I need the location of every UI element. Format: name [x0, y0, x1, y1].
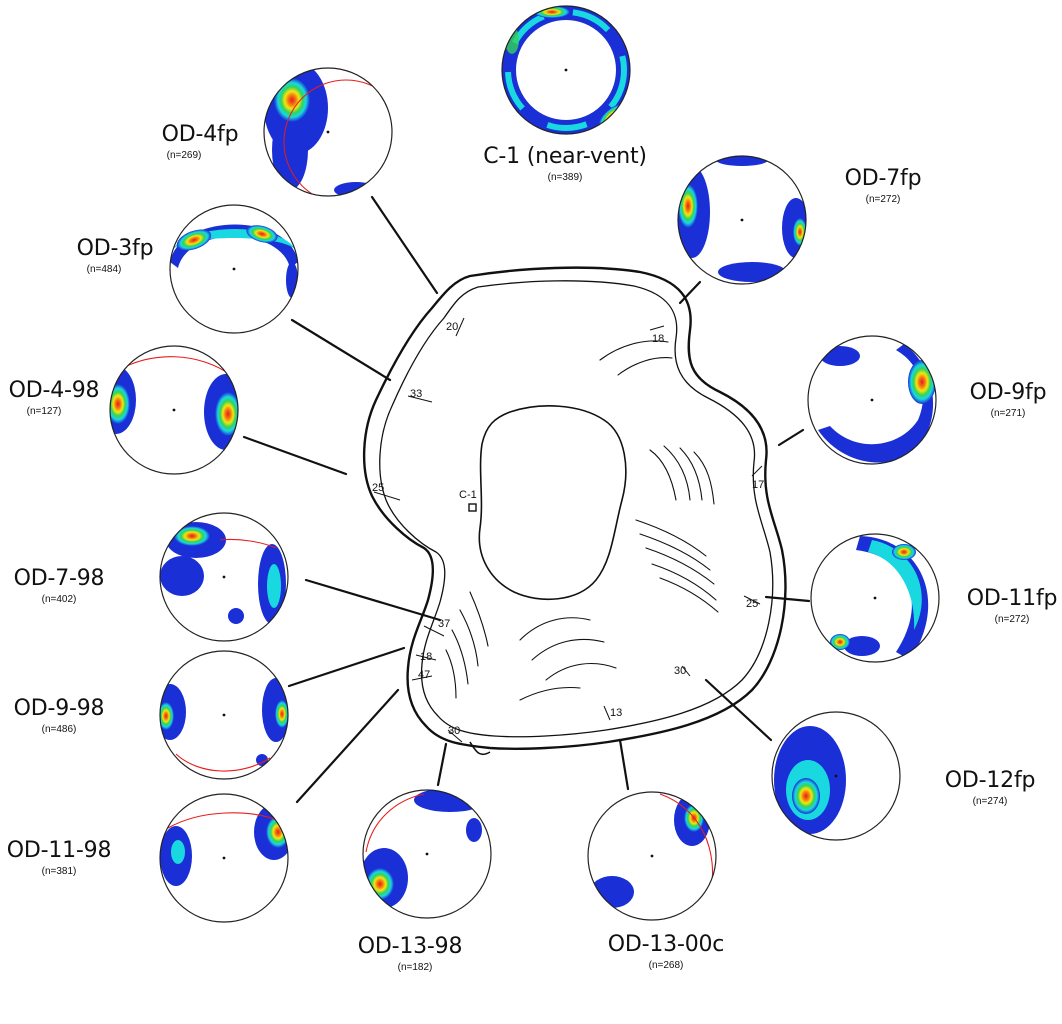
station-name: OD-11-98 — [6, 838, 112, 863]
sample-count: (n=381) — [41, 866, 77, 877]
stereonet-od3fp — [169, 204, 299, 334]
dome-outline — [362, 266, 787, 750]
connector-od1398 — [436, 742, 448, 787]
stereonet-od798 — [159, 512, 289, 642]
sample-count: (n=271) — [990, 408, 1026, 419]
svg-text:30: 30 — [448, 725, 460, 737]
svg-text:20: 20 — [446, 321, 458, 333]
sample-count: (n=269) — [166, 150, 202, 161]
strike-mark-labels: 20 18 33 25 17 37 18 47 25 30 30 13 — [372, 321, 764, 737]
label-od1300c: OD-13-00c (n=268) — [596, 934, 736, 971]
svg-text:30: 30 — [674, 665, 686, 677]
label-c1: C-1 (near-vent) (n=389) — [470, 146, 660, 183]
stereonet-od12fp — [771, 711, 901, 841]
station-name: OD-11fp — [966, 586, 1058, 611]
sample-count: (n=402) — [41, 594, 77, 605]
flow-ridges — [445, 340, 719, 701]
label-od9fp: OD-9fp (n=271) — [958, 382, 1058, 419]
station-name: OD-13-98 — [357, 934, 463, 959]
connector-od4fp — [370, 195, 439, 295]
label-od12fp: OD-12fp (n=274) — [930, 770, 1050, 807]
label-od998: OD-9-98 (n=486) — [0, 698, 118, 735]
sample-count: (n=127) — [26, 406, 62, 417]
connector-od498 — [242, 435, 348, 476]
sample-count: (n=272) — [994, 614, 1030, 625]
connector-od12fp — [704, 678, 773, 742]
sample-count: (n=272) — [865, 194, 901, 205]
sample-count: (n=484) — [86, 264, 122, 275]
station-name: OD-9-98 — [13, 696, 105, 721]
label-od11fp: OD-11fp (n=272) — [962, 588, 1062, 625]
connector-od1198 — [295, 688, 400, 804]
station-name: OD-7-98 — [13, 566, 105, 591]
svg-text:13: 13 — [610, 707, 622, 719]
strike-marks — [373, 317, 763, 743]
crater-outline — [478, 405, 627, 601]
svg-text:33: 33 — [410, 388, 422, 400]
stereonet-od1300c — [587, 791, 717, 921]
sample-count: (n=268) — [648, 960, 684, 971]
dome-notch — [469, 741, 491, 756]
sample-count: (n=486) — [41, 724, 77, 735]
svg-text:17: 17 — [752, 479, 764, 491]
station-name: OD-4-98 — [8, 378, 100, 403]
stereonet-od998 — [159, 650, 289, 780]
stereonet-od498 — [109, 345, 239, 475]
station-name: OD-9fp — [969, 380, 1047, 405]
connector-od1300c — [618, 738, 630, 791]
stereonet-c1 — [501, 5, 631, 135]
stereonet-od7fp — [677, 155, 807, 285]
label-od7fp: OD-7fp (n=272) — [828, 168, 938, 205]
label-od1198: OD-11-98 (n=381) — [0, 840, 118, 877]
connector-od798 — [304, 578, 442, 622]
svg-text:C-1: C-1 — [459, 489, 477, 501]
label-od4fp: OD-4fp (n=269) — [140, 124, 260, 161]
svg-text:18: 18 — [420, 651, 432, 663]
stereonet-od4fp — [263, 67, 393, 197]
connector-lines — [242, 195, 811, 804]
svg-text:37: 37 — [438, 618, 450, 630]
stereonet-od1398 — [362, 789, 492, 919]
sample-count: (n=274) — [972, 796, 1008, 807]
svg-text:47: 47 — [418, 669, 430, 681]
label-od3fp: OD-3fp (n=484) — [60, 238, 170, 275]
connector-od998 — [287, 646, 406, 688]
sample-count: (n=182) — [397, 962, 433, 973]
sample-count: (n=389) — [547, 172, 583, 183]
station-name: OD-4fp — [161, 122, 239, 147]
station-name: OD-13-00c — [607, 932, 725, 957]
stereonet-od9fp — [807, 335, 937, 465]
stereonet-od11fp — [810, 533, 940, 663]
c1-site-marker: C-1 — [459, 489, 477, 512]
connector-od9fp — [777, 428, 805, 447]
label-od498: OD-4-98 (n=127) — [0, 380, 108, 417]
station-name: OD-3fp — [76, 236, 154, 261]
connector-od11fp — [764, 595, 811, 603]
connector-od3fp — [290, 318, 392, 382]
svg-text:18: 18 — [652, 333, 664, 345]
stereonet-od1198 — [159, 793, 289, 923]
label-od1398: OD-13-98 (n=182) — [350, 936, 470, 973]
svg-text:25: 25 — [372, 482, 384, 494]
station-name: OD-12fp — [944, 768, 1036, 793]
svg-text:25: 25 — [746, 598, 758, 610]
connector-od7fp — [678, 280, 702, 305]
station-name: C-1 (near-vent) — [483, 144, 647, 169]
station-name: OD-7fp — [844, 166, 922, 191]
label-od798: OD-7-98 (n=402) — [0, 568, 118, 605]
